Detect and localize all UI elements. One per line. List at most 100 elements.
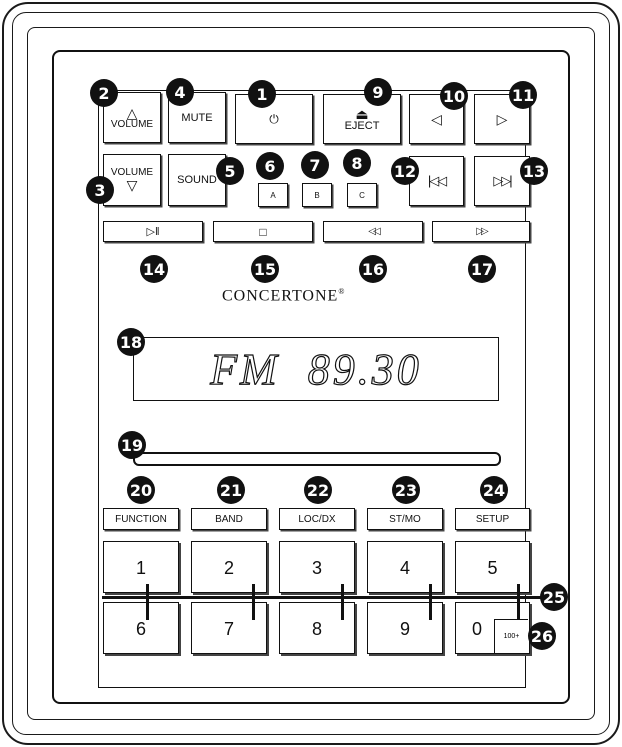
callout-badge: 26 bbox=[528, 622, 556, 650]
number-label: 5 bbox=[487, 558, 498, 578]
number-label: 0 bbox=[472, 619, 483, 639]
bezel bbox=[52, 50, 570, 704]
callout-badge: 1 bbox=[248, 80, 276, 108]
number-key-6[interactable]: 6 bbox=[103, 602, 179, 654]
brand-name: CONCERTONE bbox=[222, 287, 339, 305]
callout-badge: 17 bbox=[468, 255, 496, 283]
display-text: FM 89.30 bbox=[210, 344, 422, 394]
triangle-left-icon: ◁ bbox=[431, 110, 442, 127]
number-label: 7 bbox=[223, 619, 234, 639]
st-mo-button[interactable]: ST/MO bbox=[367, 508, 443, 530]
number-key-1[interactable]: 1 bbox=[103, 541, 179, 593]
play-pause-button[interactable]: ▷‖ bbox=[103, 221, 203, 242]
callout-badge: 11 bbox=[509, 81, 537, 109]
a-label: A bbox=[270, 190, 276, 200]
eject-label: EJECT bbox=[344, 120, 380, 132]
triangle-down-icon: ▽ bbox=[126, 177, 138, 193]
a-button[interactable]: A bbox=[258, 183, 288, 207]
skip-back-icon: |◁◁ bbox=[427, 173, 447, 188]
callout-badge: 9 bbox=[364, 78, 392, 106]
lcd-display: FM 89.30 bbox=[133, 337, 499, 401]
hundred-plus-label: 100+ bbox=[503, 633, 520, 640]
number-label: 6 bbox=[135, 619, 146, 639]
number-label: 1 bbox=[135, 558, 146, 578]
callout-badge: 6 bbox=[256, 152, 284, 180]
callout-tick bbox=[517, 584, 520, 620]
power-icon: ⏻ bbox=[269, 111, 279, 126]
fast-forward-button[interactable]: ▷▷ bbox=[432, 221, 530, 242]
callout-badge: 22 bbox=[304, 476, 332, 504]
callout-badge: 18 bbox=[117, 328, 145, 356]
eject-icon: ⏏ bbox=[355, 106, 369, 122]
callout-badge: 4 bbox=[166, 78, 194, 106]
callout-badge: 5 bbox=[216, 157, 244, 185]
hundred-plus-key[interactable]: 100+ bbox=[494, 619, 528, 653]
disc-slot[interactable] bbox=[133, 452, 501, 466]
number-key-2[interactable]: 2 bbox=[191, 541, 267, 593]
function-label: FUNCTION bbox=[115, 513, 167, 525]
rewind-button[interactable]: ◁◁ bbox=[323, 221, 423, 242]
callout-badge: 3 bbox=[86, 176, 114, 204]
callout-badge: 2 bbox=[90, 79, 118, 107]
b-button[interactable]: B bbox=[302, 183, 332, 207]
c-label: C bbox=[359, 190, 365, 200]
stop-icon: □ bbox=[259, 224, 267, 239]
mute-label: MUTE bbox=[181, 111, 213, 124]
fast-forward-icon: ▷▷ bbox=[476, 226, 489, 237]
inner-frame-2 bbox=[27, 27, 595, 720]
setup-button[interactable]: SETUP bbox=[455, 508, 530, 530]
callout-badge: 24 bbox=[480, 476, 508, 504]
number-key-7[interactable]: 7 bbox=[191, 602, 267, 654]
c-button[interactable]: C bbox=[347, 183, 377, 207]
band-label: BAND bbox=[215, 513, 243, 525]
callout-badge: 7 bbox=[301, 151, 329, 179]
eject-button[interactable]: ⏏EJECT bbox=[323, 94, 401, 144]
number-label: 3 bbox=[311, 558, 322, 578]
inner-frame bbox=[12, 12, 610, 735]
volume-down-label: VOLUME bbox=[110, 167, 154, 178]
callout-badge: 13 bbox=[520, 157, 548, 185]
volume-up-label: VOLUME bbox=[110, 118, 154, 130]
previous-track-button[interactable]: |◁◁ bbox=[409, 156, 464, 206]
sound-button[interactable]: SOUND bbox=[168, 154, 226, 206]
volume-down-button[interactable]: VOLUME▽ bbox=[103, 154, 161, 206]
brand-mark: ® bbox=[338, 287, 346, 296]
st-mo-label: ST/MO bbox=[389, 513, 421, 525]
sound-label: SOUND bbox=[177, 174, 217, 186]
triangle-up-icon: △ bbox=[126, 104, 138, 121]
rewind-icon: ◁◁ bbox=[368, 226, 381, 237]
callout-badge: 19 bbox=[118, 431, 146, 459]
callout-line-25 bbox=[102, 596, 542, 599]
callout-tick bbox=[252, 584, 255, 620]
function-button[interactable]: FUNCTION bbox=[103, 508, 179, 530]
callout-tick bbox=[341, 584, 344, 620]
callout-badge: 12 bbox=[391, 157, 419, 185]
number-label: 2 bbox=[223, 558, 234, 578]
number-label: 9 bbox=[399, 619, 410, 639]
power-button[interactable]: ⏻ bbox=[235, 94, 313, 144]
callout-badge: 16 bbox=[359, 255, 387, 283]
callout-badge: 14 bbox=[140, 255, 168, 283]
band-button[interactable]: BAND bbox=[191, 508, 267, 530]
callout-tick bbox=[429, 584, 432, 620]
loc-dx-label: LOC/DX bbox=[298, 513, 336, 525]
play-pause-icon: ▷‖ bbox=[146, 226, 160, 238]
callout-badge: 21 bbox=[217, 476, 245, 504]
stop-button[interactable]: □ bbox=[213, 221, 313, 242]
triangle-right-icon: ▷ bbox=[496, 110, 508, 127]
setup-label: SETUP bbox=[475, 513, 510, 525]
skip-forward-icon: ▷▷| bbox=[493, 173, 512, 188]
b-label: B bbox=[314, 190, 320, 200]
loc-dx-button[interactable]: LOC/DX bbox=[279, 508, 355, 530]
callout-badge: 20 bbox=[127, 476, 155, 504]
number-label: 4 bbox=[399, 558, 410, 578]
brand-logo: CONCERTONE® bbox=[222, 287, 345, 305]
callout-badge: 25 bbox=[540, 583, 568, 611]
callout-badge: 15 bbox=[251, 255, 279, 283]
callout-tick bbox=[146, 584, 149, 620]
number-label: 8 bbox=[311, 619, 322, 639]
control-panel bbox=[98, 90, 526, 688]
callout-badge: 10 bbox=[440, 82, 468, 110]
callout-badge: 8 bbox=[343, 149, 371, 177]
